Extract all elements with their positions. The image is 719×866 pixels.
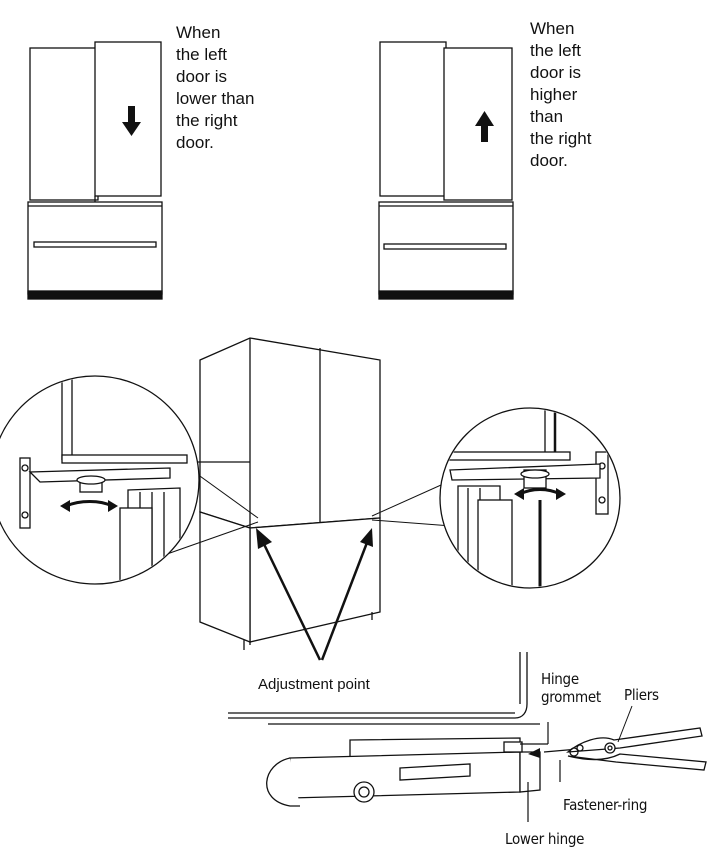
fridge-illustration-left-higher	[378, 41, 514, 300]
left-hinge-magnifier	[0, 375, 200, 585]
adjustment-pointer-arrows	[256, 528, 373, 661]
right-hinge-magnifier	[439, 407, 621, 589]
arrow-up-icon	[475, 111, 494, 142]
fridge-illustration-left-lower	[27, 41, 163, 300]
label-fastener-ring: Fastener-ring	[563, 796, 648, 814]
label-adjustment-point: Adjustment point	[258, 676, 370, 693]
label-hinge-grommet: Hinge grommet	[541, 670, 601, 706]
lower-hinge-detail	[228, 652, 591, 822]
caption-left-lower: When the left door is lower than the rig…	[176, 23, 255, 152]
caption-left-higher: When the left door is higher than the ri…	[530, 19, 592, 170]
label-pliers: Pliers	[624, 686, 659, 704]
label-lower-hinge: Lower hinge	[505, 830, 585, 848]
pliers-icon	[566, 705, 707, 771]
fridge-perspective	[186, 337, 381, 650]
arrow-down-icon	[122, 106, 141, 136]
